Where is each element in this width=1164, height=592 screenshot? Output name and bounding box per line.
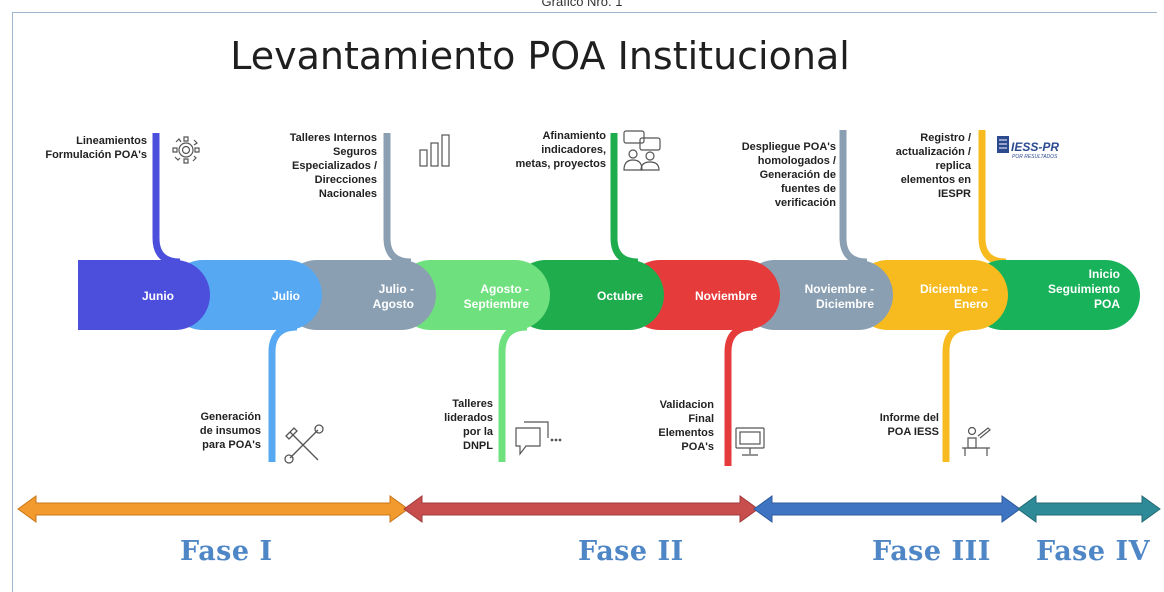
meeting-icon [623,130,661,171]
figure-frame [12,12,1157,592]
logo-text: IESS-PR [1011,140,1059,154]
connector-bottom-1 [268,323,298,462]
logo-subtext: POR RESULTADOS [1012,154,1058,160]
tools-icon [284,424,324,464]
iess-logo: IESS-PR POR RESULTADOS [997,136,1059,160]
segment-label-3: Julio -Agosto [372,282,414,311]
timeline-segment-9 [968,260,1140,330]
segment-label-7: Noviembre -Diciembre [804,282,874,311]
segment-label-6: Noviembre [694,289,757,303]
timeline-segment-8 [853,260,1008,330]
phase-arrow-4 [1017,495,1161,523]
phase-label-2: Fase II [578,536,684,567]
connector-bottom-3 [724,323,754,466]
segment-label-2: Julio [271,289,300,303]
phase-arrow-2 [403,495,759,523]
timeline-segment-5 [511,260,664,330]
bar-chart-icon [419,134,450,167]
monitor-icon [735,427,765,456]
chat-icon [515,421,562,456]
connector-top-3 [610,133,639,266]
timeline-segments [78,260,1140,330]
phase-arrow-3 [753,495,1021,523]
timeline-segment-7 [740,260,893,330]
timeline-segment-6 [625,260,780,330]
connector-bottom-2 [498,323,528,462]
timeline-segment-2 [168,260,322,330]
connector-top-2 [383,133,412,266]
connector-top-4 [839,130,868,266]
desk-icon [962,426,991,456]
phase-label-1: Fase I [180,536,273,567]
timeline-segment-3 [282,260,436,330]
segment-label-4: Agosto -Septiembre [463,282,529,311]
phase-label-4: Fase IV [1036,536,1151,567]
timeline-segment-4 [396,260,550,330]
diagram-title: Levantamiento POA Institucional [230,34,850,78]
phase-arrow-1 [17,495,409,523]
phase-label-3: Fase III [872,536,991,567]
figure-caption: Gráfico Nro. 1 [541,0,623,9]
segment-label-5: Octubre [596,289,643,303]
connector-bottom-4 [942,323,971,462]
timeline-segment-1-body [78,260,175,330]
gear-icon [172,136,200,164]
segment-label-1: Junio [142,289,174,303]
segment-label-8: Diciembre –Enero [919,282,988,311]
